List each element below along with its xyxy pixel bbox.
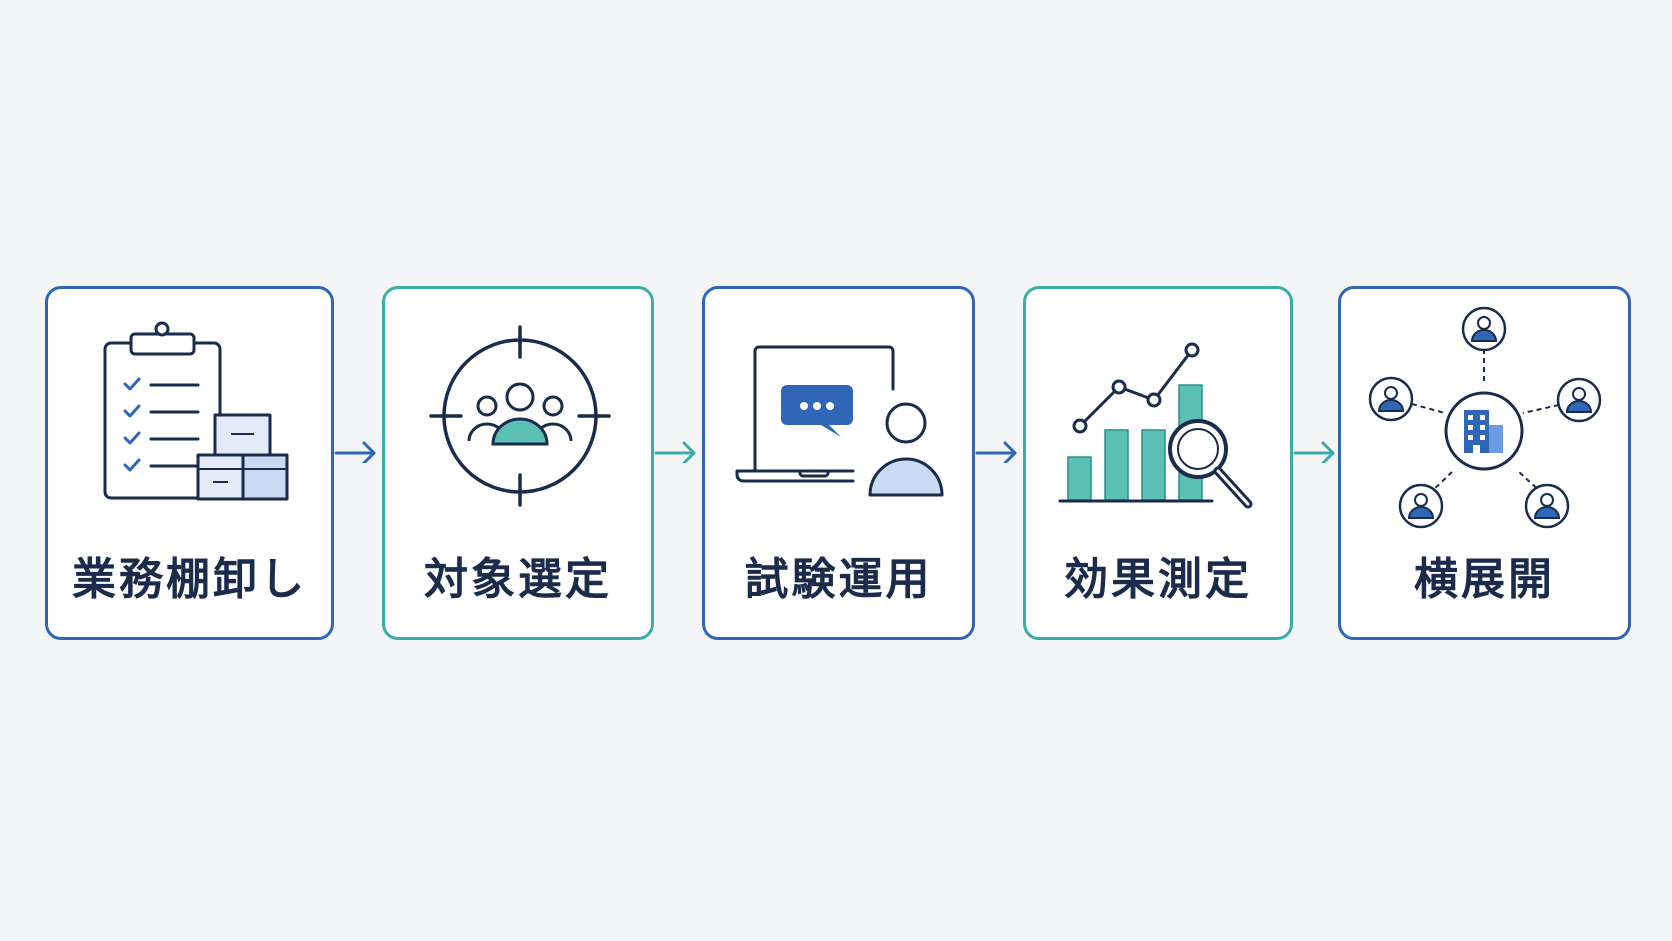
user-node-left xyxy=(1368,376,1414,422)
step-label: 対象選定 xyxy=(424,554,612,605)
user-node-right xyxy=(1556,377,1602,423)
step-label: 試験運用 xyxy=(744,554,933,605)
step-label: 効果測定 xyxy=(1064,554,1252,605)
step-card-inventory: 業務棚卸し xyxy=(45,286,334,640)
step-label: 業務棚卸し xyxy=(72,554,307,605)
user-node-top xyxy=(1461,306,1507,352)
target-group-icon xyxy=(429,325,611,507)
arrow-right-icon xyxy=(654,441,696,463)
user-node-bottom-right xyxy=(1524,483,1570,529)
step-card-target-selection: 対象選定 xyxy=(382,286,654,640)
step-label: 横展開 xyxy=(1414,554,1555,605)
arrow-right-icon xyxy=(334,441,376,463)
network-building-icon xyxy=(1368,306,1602,529)
laptop-chat-user-icon xyxy=(735,345,944,497)
building-icon xyxy=(1464,410,1503,453)
step-card-trial-operation: 試験運用 xyxy=(702,286,975,640)
arrow-right-icon xyxy=(1293,441,1335,463)
step-card-rollout: 横展開 xyxy=(1338,286,1631,640)
clipboard-checklist-boxes-icon xyxy=(103,321,289,501)
user-node-bottom-left xyxy=(1398,483,1444,529)
arrow-right-icon xyxy=(975,441,1017,463)
chart-magnifier-icon xyxy=(1058,342,1253,509)
step-card-effect-measurement: 効果測定 xyxy=(1023,286,1293,640)
